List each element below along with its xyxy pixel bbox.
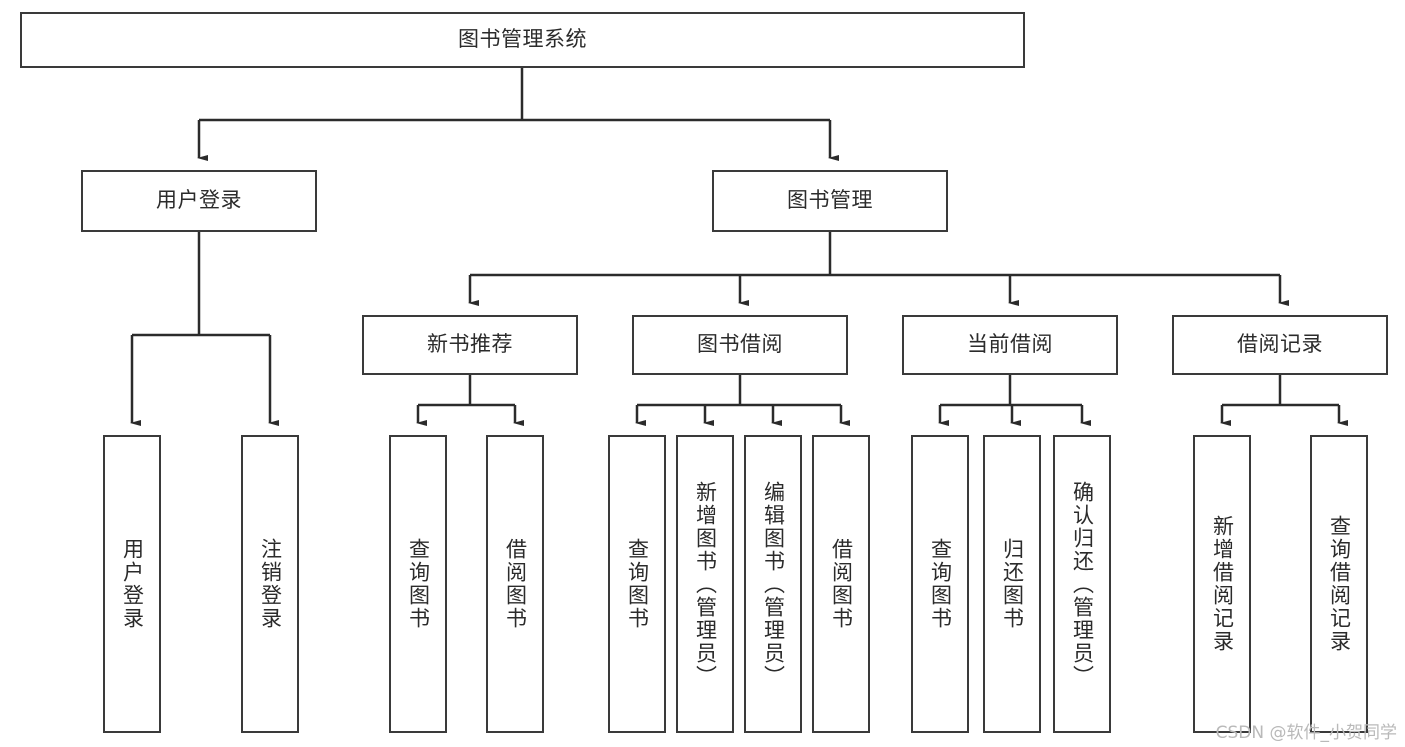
node-book-manage[interactable]: 图书管理 xyxy=(712,170,948,232)
leaf-query-book-1[interactable]: 查询图书 xyxy=(389,435,447,733)
leaf-label: 编辑图书（管理员） xyxy=(761,480,786,688)
node-new-book-rec[interactable]: 新书推荐 xyxy=(362,315,578,375)
leaf-label: 确认归还（管理员） xyxy=(1070,480,1095,688)
leaf-label: 新增借阅记录 xyxy=(1210,515,1235,653)
node-current-borrow[interactable]: 当前借阅 xyxy=(902,315,1118,375)
leaf-query-record[interactable]: 查询借阅记录 xyxy=(1310,435,1368,733)
leaf-label: 查询图书 xyxy=(406,538,431,630)
leaf-label: 查询借阅记录 xyxy=(1327,515,1352,653)
leaf-add-record[interactable]: 新增借阅记录 xyxy=(1193,435,1251,733)
leaf-label: 查询图书 xyxy=(928,538,953,630)
leaf-user-login[interactable]: 用户登录 xyxy=(103,435,161,733)
leaf-label: 归还图书 xyxy=(1000,538,1025,630)
leaf-borrow-book-1[interactable]: 借阅图书 xyxy=(486,435,544,733)
leaf-query-book-2[interactable]: 查询图书 xyxy=(608,435,666,733)
leaf-label: 注销登录 xyxy=(258,538,283,630)
node-book-borrow[interactable]: 图书借阅 xyxy=(632,315,848,375)
node-root[interactable]: 图书管理系统 xyxy=(20,12,1025,68)
leaf-return-book[interactable]: 归还图书 xyxy=(983,435,1041,733)
leaf-label: 新增图书（管理员） xyxy=(693,480,718,688)
leaf-query-book-3[interactable]: 查询图书 xyxy=(911,435,969,733)
leaf-label: 借阅图书 xyxy=(503,538,528,630)
leaf-logout[interactable]: 注销登录 xyxy=(241,435,299,733)
node-user-login[interactable]: 用户登录 xyxy=(81,170,317,232)
leaf-borrow-book-2[interactable]: 借阅图书 xyxy=(812,435,870,733)
leaf-label: 用户登录 xyxy=(120,538,145,630)
leaf-confirm-return[interactable]: 确认归还（管理员） xyxy=(1053,435,1111,733)
leaf-add-book[interactable]: 新增图书（管理员） xyxy=(676,435,734,733)
node-borrow-record[interactable]: 借阅记录 xyxy=(1172,315,1388,375)
leaf-label: 查询图书 xyxy=(625,538,650,630)
leaf-edit-book[interactable]: 编辑图书（管理员） xyxy=(744,435,802,733)
leaf-label: 借阅图书 xyxy=(829,538,854,630)
